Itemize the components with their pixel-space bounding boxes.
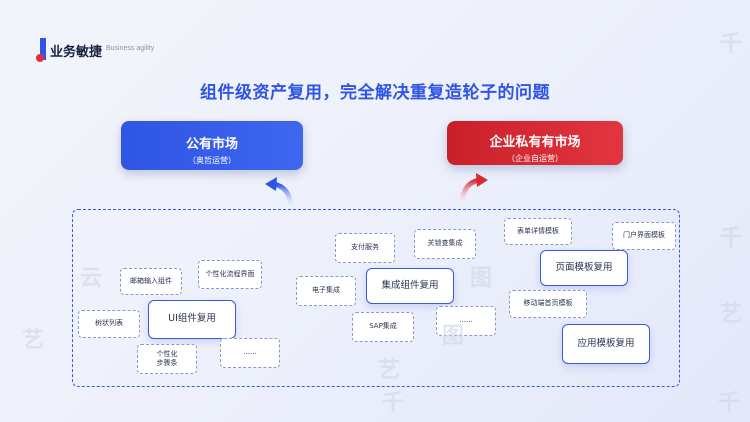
watermark-glyph: 云: [80, 266, 103, 291]
watermark-glyph: 千: [720, 226, 743, 251]
brand-bar: [40, 38, 46, 60]
email-input-component: 邮箱输入组件: [120, 268, 182, 295]
custom-steps-component: 个性化 步骤条: [137, 344, 197, 374]
form-detail-template: 表单详情模板: [504, 218, 572, 245]
private-market-title: 企业私有有市场: [489, 135, 581, 150]
watermark-glyph: 艺: [22, 328, 45, 353]
sap-integration: SAP集成: [352, 312, 414, 342]
custom-flow-component: 个性化流程界面: [198, 260, 262, 289]
private-market-card: 企业私有有市场 （企业自运营）: [447, 121, 623, 165]
public-market-subtitle: （奥哲运营）: [188, 156, 236, 165]
watermark-glyph: 千: [382, 391, 405, 416]
page-template-reuse: 页面模板复用: [540, 250, 628, 286]
customs-integration: 关锁查集成: [414, 229, 476, 259]
ui-component-reuse: UI组件复用: [148, 300, 236, 339]
arrow-up-right-icon: [459, 173, 488, 208]
integration-component-reuse: 集成组件复用: [366, 268, 454, 304]
mobile-home-template: 移动端首页模板: [509, 290, 587, 318]
watermark-glyph: 图: [470, 266, 493, 291]
brand-title: 业务敏捷: [50, 45, 103, 60]
portal-template: 门户界面模板: [612, 222, 676, 250]
page-headline: 组件级资产复用，完全解决重复造轮子的问题: [200, 83, 550, 103]
einvoice-integration: 电子集成: [296, 276, 356, 306]
public-market-title: 公有市场: [185, 137, 238, 152]
left-ellipsis: ......: [220, 338, 280, 368]
public-market-card: 公有市场 （奥哲运营）: [121, 121, 303, 170]
tree-list-component: 树状列表: [78, 310, 140, 338]
watermark-glyph: 艺: [720, 302, 743, 327]
watermark-glyph: 艺: [378, 358, 401, 383]
arrow-up-left-icon: [265, 177, 294, 212]
center-ellipsis: ......: [436, 306, 496, 336]
private-market-subtitle: （企业自运营）: [507, 154, 563, 163]
watermark-glyph: 千: [718, 391, 741, 416]
app-template-reuse: 应用模板复用: [562, 324, 650, 364]
asset-container: [72, 209, 680, 387]
watermark-glyph: 千: [720, 32, 743, 57]
watermark-glyph: 图: [442, 324, 465, 349]
payment-service: 支付服务: [335, 233, 395, 263]
brand-subtitle: Business agility: [106, 45, 155, 52]
brand-dot: [36, 54, 44, 62]
